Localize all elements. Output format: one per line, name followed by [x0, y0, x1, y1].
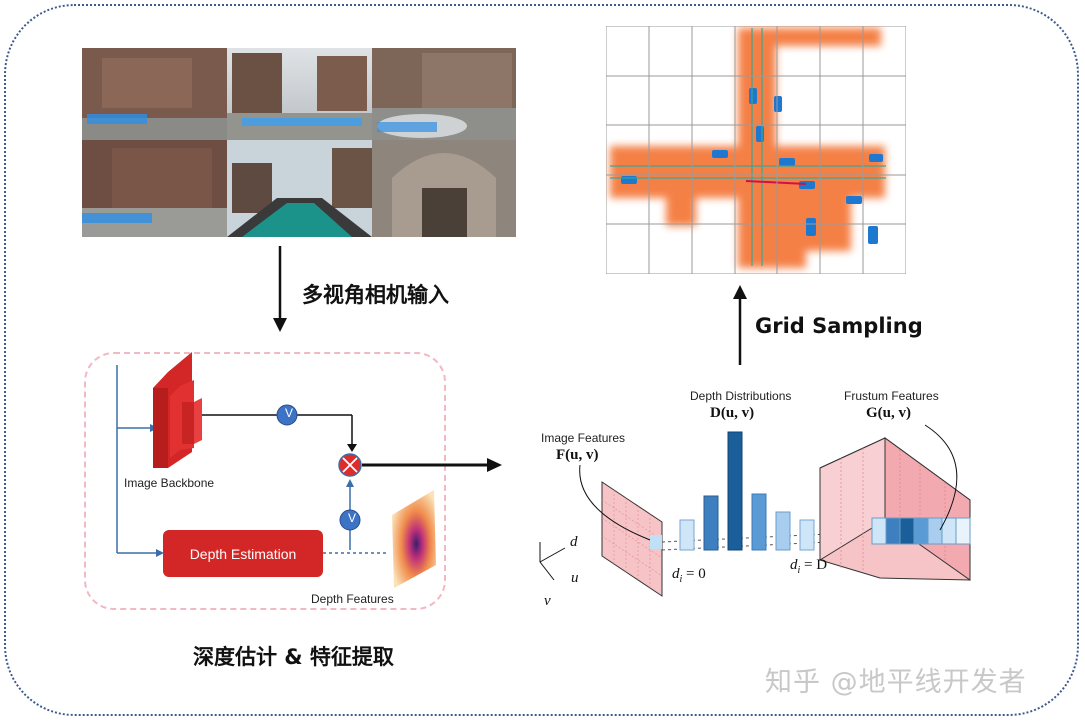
di-D-label: di = D [790, 557, 828, 576]
image-backbone-label: Image Backbone [124, 476, 215, 490]
network-dashed-box [84, 352, 446, 610]
depth-estimation-block: Depth Estimation [163, 530, 323, 577]
concat-circle-1: V [284, 406, 293, 420]
di-zero-label: di = 0 [672, 566, 706, 585]
depth-distributions-math: D(u, v) [710, 405, 755, 421]
camera-input-label: 多视角相机输入 [302, 283, 449, 307]
image-features-label: Image Features [541, 431, 626, 445]
depth-features-label: Depth Features [311, 592, 394, 606]
down-arrow [273, 246, 287, 332]
bev-grid [605, 25, 907, 275]
up-arrow [733, 285, 747, 365]
frustum-features-math: G(u, v) [866, 405, 911, 421]
axis-d-label: d [570, 534, 578, 550]
depth-distributions-label: Depth Distributions [690, 389, 792, 403]
bottom-caption: 深度估计 & 特征提取 [193, 645, 394, 669]
frustum-diagram [539, 424, 971, 597]
network-diagram [116, 352, 502, 588]
di-zero-d: d [672, 566, 680, 582]
grid-sampling-label: Grid Sampling [755, 314, 923, 338]
depth-estimation-label: Depth Estimation [189, 545, 297, 562]
outer-rounded-frame [4, 4, 1079, 716]
image-features-math: F(u, v) [556, 447, 599, 463]
concat-circle-2: V [347, 511, 356, 525]
di-zero-rest: = 0 [682, 566, 706, 582]
frustum-features-label: Frustum Features [844, 389, 939, 403]
axis-v-label: v [544, 593, 551, 609]
axis-u-label: u [571, 570, 579, 586]
watermark: 知乎 @地平线开发者 [765, 667, 1027, 698]
di-D-d: d [790, 557, 798, 573]
multi-camera-images [82, 48, 516, 237]
di-D-rest: = D [800, 557, 828, 573]
